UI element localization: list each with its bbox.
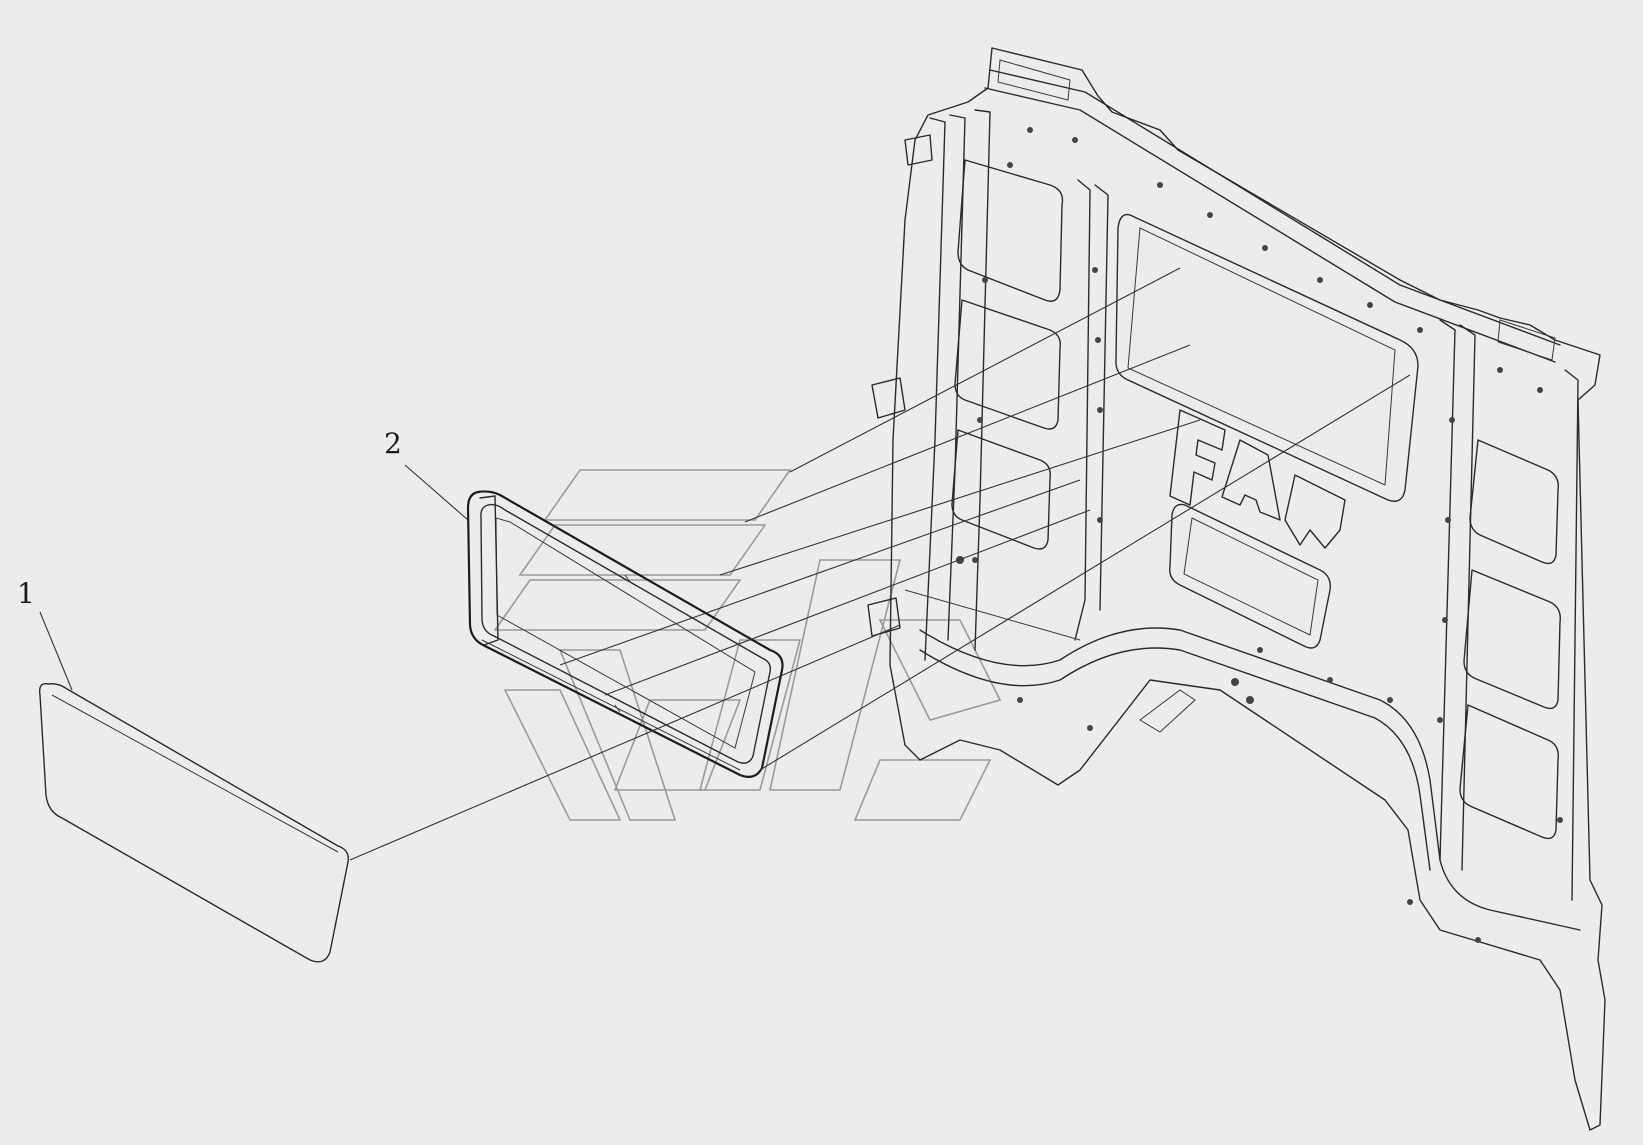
callout-2-leader <box>404 464 469 521</box>
faw-emblem <box>1169 409 1346 549</box>
callout-1-label: 1 <box>17 577 35 610</box>
callout-2-label: 2 <box>384 427 402 460</box>
window-seal <box>466 490 784 778</box>
assembly-lines <box>349 267 1411 861</box>
cab-rear-wall-panel <box>867 47 1606 1131</box>
fasteners <box>956 127 1563 943</box>
watermark-logo <box>493 469 1002 821</box>
callout-1-leader <box>39 611 73 691</box>
glass-pane <box>38 683 349 963</box>
